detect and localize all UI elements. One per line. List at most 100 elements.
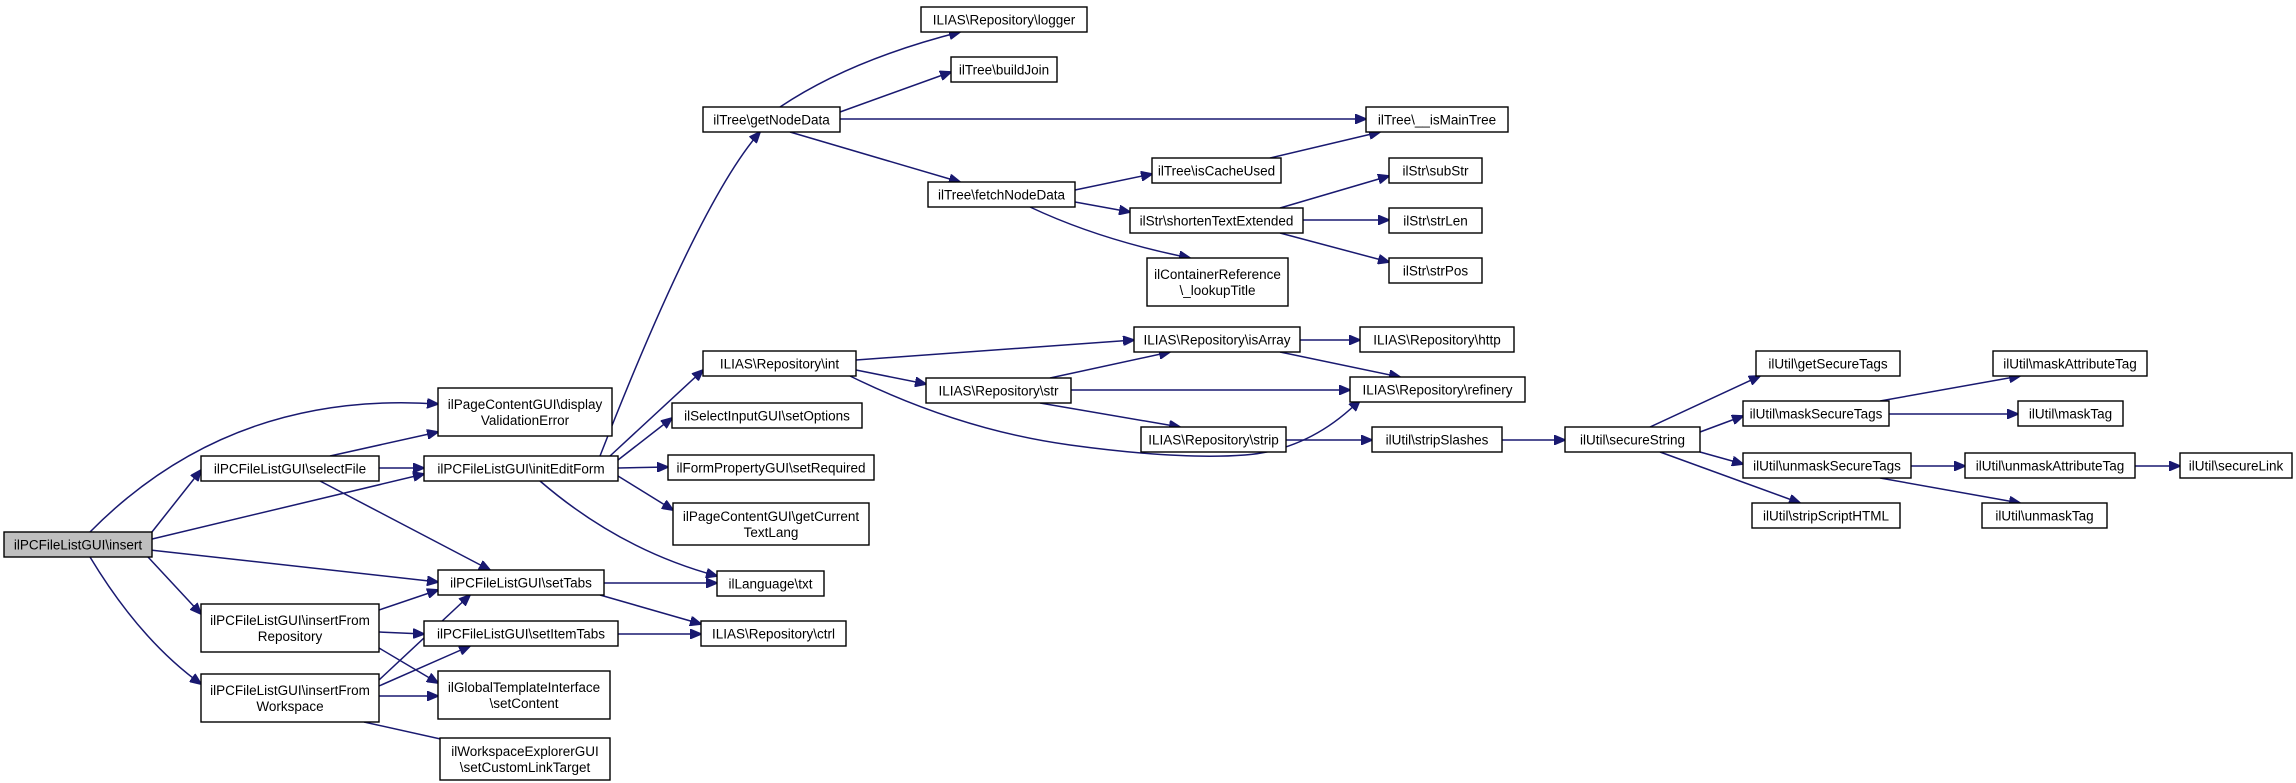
node-setItemTabs[interactable]: ilPCFileListGUI\setItemTabs <box>423 620 619 647</box>
node-repoInt[interactable]: ILIAS\Repository\int <box>702 350 857 377</box>
node-box-unmaskAttributeTag[interactable] <box>1964 452 2136 479</box>
node-box-strPos[interactable] <box>1388 257 1483 284</box>
node-fetchNodeData[interactable]: ilTree\fetchNodeData <box>927 181 1076 208</box>
node-ctrl[interactable]: ILIAS\Repository\ctrl <box>700 620 847 647</box>
node-label-maskSecureTags: ilUtil\maskSecureTags <box>1750 407 1883 422</box>
node-refinery[interactable]: ILIAS\Repository\refinery <box>1349 376 1526 403</box>
node-box-initEditForm[interactable] <box>423 455 619 482</box>
node-strPos[interactable]: ilStr\strPos <box>1388 257 1483 284</box>
node-box-setTabs[interactable] <box>437 569 605 596</box>
node-box-selectFile[interactable] <box>200 455 380 482</box>
node-http[interactable]: ILIAS\Repository\http <box>1359 326 1515 353</box>
node-box-http[interactable] <box>1359 326 1515 353</box>
node-strLen[interactable]: ilStr\strLen <box>1388 207 1483 234</box>
node-box-repoStr[interactable] <box>925 377 1072 404</box>
node-box-setItemTabs[interactable] <box>423 620 619 647</box>
node-setContent[interactable]: ilGlobalTemplateInterface\setContent <box>437 670 611 720</box>
node-repoStrip[interactable]: ILIAS\Repository\strip <box>1140 426 1287 453</box>
node-box-isArray[interactable] <box>1133 326 1301 353</box>
edge-initEditForm-to-getCurrentTextLang <box>617 475 673 510</box>
node-box-maskTag[interactable] <box>2017 400 2124 427</box>
node-lookupTitle[interactable]: ilContainerReference\_lookupTitle <box>1146 257 1289 307</box>
node-selectFile[interactable]: ilPCFileListGUI\selectFile <box>200 455 380 482</box>
node-getNodeData[interactable]: ilTree\getNodeData <box>702 106 841 133</box>
node-initEditForm[interactable]: ilPCFileListGUI\initEditForm <box>423 455 619 482</box>
node-secureLink[interactable]: ilUtil\secureLink <box>2179 452 2293 479</box>
node-shortenText[interactable]: ilStr\shortenTextExtended <box>1129 207 1304 234</box>
node-box-ctrl[interactable] <box>700 620 847 647</box>
edge-getNodeData-to-logger <box>779 32 960 108</box>
node-box-isMainTree[interactable] <box>1365 106 1509 133</box>
node-label-subStr: ilStr\subStr <box>1402 164 1469 179</box>
node-box-setRequired[interactable] <box>667 454 875 481</box>
node-label-unmaskSecureTags: ilUtil\unmaskSecureTags <box>1753 459 1901 474</box>
node-box-repoStrip[interactable] <box>1140 426 1287 453</box>
node-box-stripSlashes[interactable] <box>1371 426 1503 453</box>
node-box-unmaskTag[interactable] <box>1981 502 2108 529</box>
node-label-isArray: ILIAS\Repository\isArray <box>1143 333 1290 348</box>
node-box-insertRepo[interactable] <box>200 603 380 653</box>
node-box-getSecureTags[interactable] <box>1755 350 1901 377</box>
node-buildJoin[interactable]: ilTree\buildJoin <box>950 56 1058 83</box>
node-box-insert[interactable] <box>3 531 153 558</box>
node-box-fetchNodeData[interactable] <box>927 181 1076 208</box>
node-box-secureLink[interactable] <box>2179 452 2293 479</box>
node-box-getNodeData[interactable] <box>702 106 841 133</box>
node-subStr[interactable]: ilStr\subStr <box>1388 157 1483 184</box>
node-box-setContent[interactable] <box>437 670 611 720</box>
node-insert[interactable]: ilPCFileListGUI\insert <box>3 531 153 558</box>
node-box-secureString[interactable] <box>1564 426 1701 453</box>
node-box-setOptions[interactable] <box>671 402 863 429</box>
node-maskSecureTags[interactable]: ilUtil\maskSecureTags <box>1742 400 1890 427</box>
node-box-insertWs[interactable] <box>200 673 380 723</box>
node-unmaskSecureTags[interactable]: ilUtil\unmaskSecureTags <box>1742 452 1912 479</box>
edge-repoStr-to-repoStrip <box>1039 402 1180 427</box>
node-label-maskTag: ilUtil\maskTag <box>2029 407 2112 422</box>
node-secureString[interactable]: ilUtil\secureString <box>1564 426 1701 453</box>
node-box-logger[interactable] <box>920 6 1088 33</box>
node-maskAttributeTag[interactable]: ilUtil\maskAttributeTag <box>1992 350 2148 377</box>
node-isCacheUsed[interactable]: ilTree\isCacheUsed <box>1151 157 1282 184</box>
node-setOptions[interactable]: ilSelectInputGUI\setOptions <box>671 402 863 429</box>
node-setRequired[interactable]: ilFormPropertyGUI\setRequired <box>667 454 875 481</box>
node-box-maskAttributeTag[interactable] <box>1992 350 2148 377</box>
node-isMainTree[interactable]: ilTree\__isMainTree <box>1365 106 1509 133</box>
node-label-setContent: \setContent <box>489 696 558 711</box>
node-box-isCacheUsed[interactable] <box>1151 157 1282 184</box>
node-box-repoInt[interactable] <box>702 350 857 377</box>
node-stripScriptHTML[interactable]: ilUtil\stripScriptHTML <box>1751 502 1901 529</box>
node-box-getCurrentTextLang[interactable] <box>672 502 870 546</box>
node-box-refinery[interactable] <box>1349 376 1526 403</box>
node-box-stripScriptHTML[interactable] <box>1751 502 1901 529</box>
node-box-maskSecureTags[interactable] <box>1742 400 1890 427</box>
node-maskTag[interactable]: ilUtil\maskTag <box>2017 400 2124 427</box>
edge-isCacheUsed-to-isMainTree <box>1269 132 1380 159</box>
node-repoStr[interactable]: ILIAS\Repository\str <box>925 377 1072 404</box>
node-unmaskTag[interactable]: ilUtil\unmaskTag <box>1981 502 2108 529</box>
node-box-lookupTitle[interactable] <box>1146 257 1289 307</box>
node-box-wsExplorer[interactable] <box>439 737 611 781</box>
node-label-repoStrip: ILIAS\Repository\strip <box>1148 433 1279 448</box>
node-box-txt[interactable] <box>716 570 825 597</box>
node-label-repoStr: ILIAS\Repository\str <box>938 384 1059 399</box>
node-box-display[interactable] <box>437 387 613 437</box>
node-setTabs[interactable]: ilPCFileListGUI\setTabs <box>437 569 605 596</box>
node-box-unmaskSecureTags[interactable] <box>1742 452 1912 479</box>
node-isArray[interactable]: ILIAS\Repository\isArray <box>1133 326 1301 353</box>
node-getSecureTags[interactable]: ilUtil\getSecureTags <box>1755 350 1901 377</box>
node-unmaskAttributeTag[interactable]: ilUtil\unmaskAttributeTag <box>1964 452 2136 479</box>
node-label-lookupTitle: ilContainerReference <box>1154 267 1281 282</box>
node-logger[interactable]: ILIAS\Repository\logger <box>920 6 1088 33</box>
node-box-shortenText[interactable] <box>1129 207 1304 234</box>
node-box-buildJoin[interactable] <box>950 56 1058 83</box>
node-box-subStr[interactable] <box>1388 157 1483 184</box>
node-txt[interactable]: ilLanguage\txt <box>716 570 825 597</box>
node-stripSlashes[interactable]: ilUtil\stripSlashes <box>1371 426 1503 453</box>
node-box-strLen[interactable] <box>1388 207 1483 234</box>
node-wsExplorer[interactable]: ilWorkspaceExplorerGUI\setCustomLinkTarg… <box>439 737 611 781</box>
node-label-stripSlashes: ilUtil\stripSlashes <box>1386 433 1489 448</box>
